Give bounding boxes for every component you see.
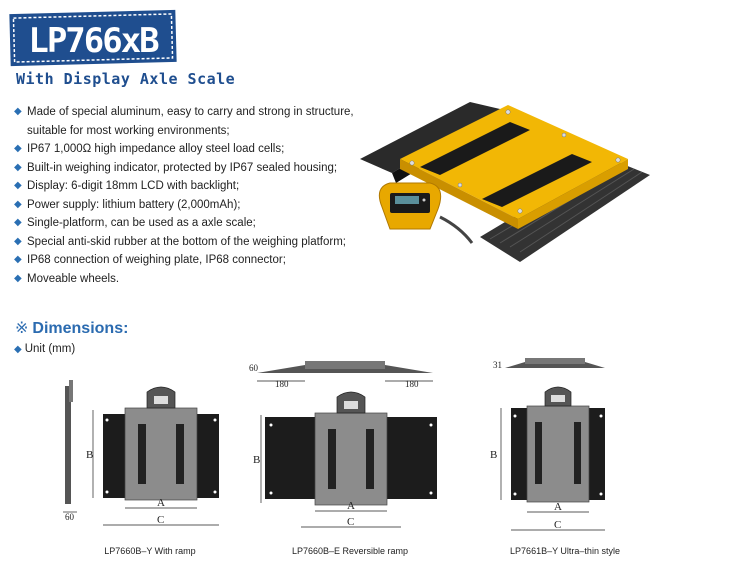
weighing-plate [124,407,198,501]
right-ramp [589,408,605,500]
caption-reversible-ramp: LP7660B–E Reversible ramp [291,546,409,556]
unit-label: ◆Unit (mm) [14,343,75,355]
dimensions-heading: ※Dimensions: [15,318,128,338]
model-logo: LP766xB [8,8,178,68]
left-ramp [511,408,527,500]
dimension-a-label: A [347,500,355,512]
ramp-right-label: 180 [405,379,419,389]
height-label: 60 [65,512,75,522]
height-label: 31 [493,360,502,370]
diagram-reversible-ramp: 60 180 180 B A C [249,361,437,528]
feature-item: Made of special aluminum, easy to carry … [14,103,354,122]
dimension-b-label: B [86,449,93,461]
feature-item: Display: 6-digit 18mm LCD with backlight… [14,177,354,196]
feature-item: Moveable wheels. [14,270,354,289]
feature-item: Power supply: lithium battery (2,000mAh)… [14,196,354,215]
height-label: 60 [249,363,259,373]
dimension-c-label: C [554,519,561,531]
right-ramp [197,414,219,498]
dimension-a-label: A [554,501,562,513]
left-ramp [103,414,125,498]
feature-item: Special anti-skid rubber at the bottom o… [14,233,354,252]
diamond-bullet-icon: ◆ [14,344,22,355]
dimension-a-label: A [157,497,165,509]
feature-item: Single-platform, can be used as a axle s… [14,214,354,233]
side-profile [65,386,71,504]
side-handle [69,380,73,402]
caption-with-ramp: LP7660B–Y With ramp [104,546,196,556]
product-subtitle: With Display Axle Scale [16,70,236,88]
ramp-left-label: 180 [275,379,289,389]
reference-mark: ※ [15,320,29,337]
diagram-with-ramp: 60 B A C [63,380,219,526]
feature-item-continued: suitable for most working environments; [27,124,230,137]
dimension-b-label: B [253,454,260,466]
feature-item: Built-in weighing indicator, protected b… [14,159,354,178]
caption-ultra-thin: LP7661B–Y Ultra–thin style [510,546,620,556]
weighing-plate [314,412,388,506]
unit-text: Unit (mm) [24,343,76,355]
feature-item: IP68 connection of weighing plate, IP68 … [14,251,354,270]
left-ramp [265,417,315,499]
dimension-b-label: B [490,449,497,461]
feature-item: IP67 1,000Ω high impedance alloy steel l… [14,140,354,159]
model-name: LP766xB [28,21,159,61]
dimension-c-label: C [157,514,164,526]
dimension-c-label: C [347,516,354,528]
feature-list: Made of special aluminum, easy to carry … [14,103,354,288]
right-ramp [387,417,437,499]
product-photo [360,97,730,277]
diagram-ultra-thin: 31 B A C [490,358,605,531]
dimensions-title: Dimensions: [32,320,129,337]
